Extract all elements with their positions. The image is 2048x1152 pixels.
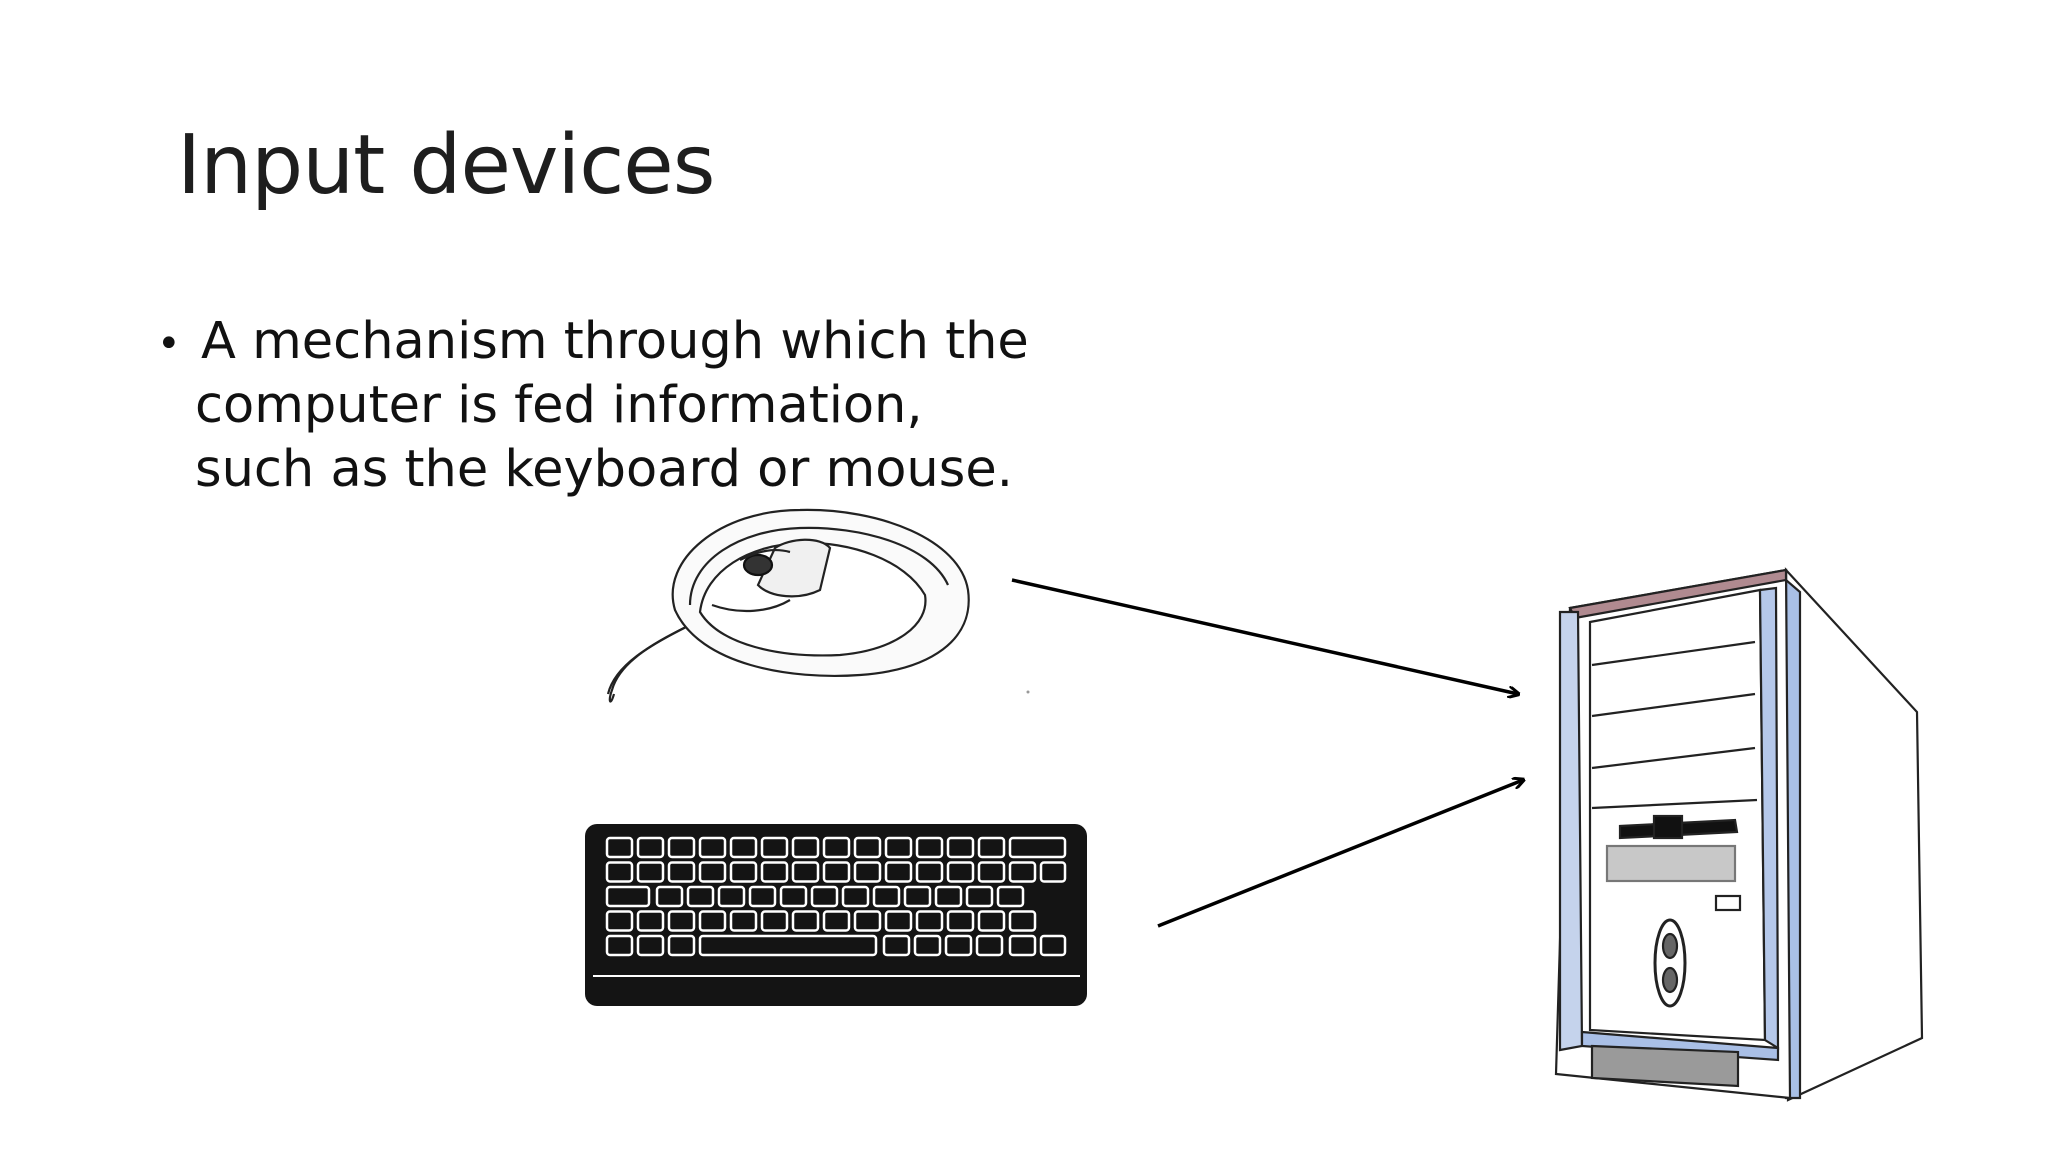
slide-title: Input devices xyxy=(177,118,715,213)
keyboard-key xyxy=(853,861,882,883)
keyboard-key xyxy=(853,836,882,859)
keyboard-key xyxy=(717,885,746,908)
bullet-marker: • xyxy=(157,321,181,367)
keyboard-key xyxy=(729,910,758,932)
keyboard-key xyxy=(884,836,913,859)
keyboard-key xyxy=(822,836,851,859)
keyboard-key xyxy=(1008,861,1037,883)
keyboard-key xyxy=(1008,836,1067,859)
keyboard-key xyxy=(915,910,944,932)
keyboard-key xyxy=(975,934,1004,957)
keyboard-key xyxy=(1039,934,1067,957)
keyboard-key xyxy=(779,885,808,908)
keyboard-key xyxy=(791,910,820,932)
keyboard-key xyxy=(636,910,665,932)
keyboard-key xyxy=(636,836,665,859)
keyboard-key xyxy=(977,836,1006,859)
keyboard-key xyxy=(605,861,634,883)
keyboard-key xyxy=(944,934,973,957)
bullet-line-1: A mechanism through which the xyxy=(201,312,1029,371)
keyboard-key xyxy=(934,885,963,908)
keyboard-key xyxy=(946,910,975,932)
arrow-mouse-to-computer xyxy=(1011,578,1518,694)
keyboard-key xyxy=(760,861,789,883)
keyboard-key xyxy=(760,836,789,859)
keyboard-key xyxy=(913,934,942,957)
bullet-line-3: such as the keyboard or mouse. xyxy=(195,440,1013,499)
keyboard-key xyxy=(884,910,913,932)
keyboard-key xyxy=(667,934,696,957)
mouse-icon xyxy=(606,508,1030,703)
keyboard-key xyxy=(605,836,634,859)
keyboard-key xyxy=(791,861,820,883)
keyboard-key xyxy=(729,861,758,883)
keyboard-key xyxy=(698,861,727,883)
keyboard-key xyxy=(655,885,684,908)
keyboard-key xyxy=(605,910,634,932)
keyboard-key xyxy=(884,861,913,883)
keyboard-key xyxy=(667,861,696,883)
keyboard-key xyxy=(872,885,901,908)
keyboard-key xyxy=(605,934,634,957)
computer-tower-icon xyxy=(1554,567,1924,1102)
keyboard-key xyxy=(729,836,758,859)
keyboard-key xyxy=(686,885,715,908)
keyboard-key xyxy=(996,885,1025,908)
keyboard-key xyxy=(1008,934,1037,957)
keyboard-key xyxy=(748,885,777,908)
keyboard-key xyxy=(760,910,789,932)
keyboard-key xyxy=(822,910,851,932)
bullet-line-2: computer is fed information, xyxy=(195,376,923,435)
keyboard-key xyxy=(667,910,696,932)
keyboard-key xyxy=(636,934,665,957)
keyboard-key xyxy=(636,861,665,883)
keyboard-key xyxy=(791,836,820,859)
keyboard-key xyxy=(667,836,696,859)
keyboard-key xyxy=(965,885,994,908)
keyboard-key xyxy=(698,910,727,932)
keyboard-key xyxy=(1008,910,1037,932)
keyboard-key xyxy=(977,861,1006,883)
keyboard-key xyxy=(698,836,727,859)
keyboard-key xyxy=(698,934,878,957)
keyboard-key xyxy=(946,836,975,859)
keyboard-key xyxy=(977,910,1006,932)
keyboard-key xyxy=(915,861,944,883)
keyboard-key xyxy=(882,934,911,957)
arrow-keyboard-to-computer xyxy=(1157,780,1523,928)
keyboard-key xyxy=(810,885,839,908)
keyboard-key xyxy=(1039,861,1067,883)
keyboard-key xyxy=(903,885,932,908)
keyboard-key xyxy=(915,836,944,859)
keyboard-key xyxy=(841,885,870,908)
keyboard-icon xyxy=(585,824,1087,1006)
keyboard-key xyxy=(605,885,651,908)
keyboard-key xyxy=(946,861,975,883)
keyboard-key xyxy=(853,910,882,932)
keyboard-key xyxy=(822,861,851,883)
